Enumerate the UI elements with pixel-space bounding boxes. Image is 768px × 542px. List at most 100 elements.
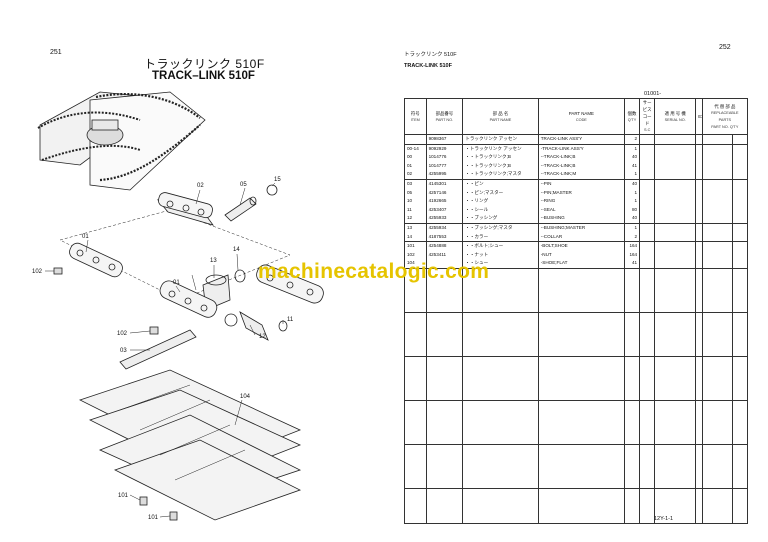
cell-part-no: 4187553 <box>425 232 464 242</box>
left-page: 251 トラックリンク 510F TRACK–LINK 510F <box>32 49 324 521</box>
table-row-blank <box>404 461 749 471</box>
cell-qty: 1 <box>624 188 641 198</box>
cell-empty <box>639 205 656 215</box>
cell-name-jp: ・・リング <box>462 197 539 206</box>
cell-empty <box>624 382 641 392</box>
cell-empty <box>731 435 749 445</box>
cell-empty <box>701 470 733 480</box>
table-row-blank <box>404 321 749 331</box>
cell-qty: 41 <box>624 259 641 269</box>
track-link-01-right <box>256 264 324 304</box>
cell-empty <box>701 321 733 331</box>
cell-empty <box>695 418 703 427</box>
cell-empty <box>701 461 733 471</box>
cell-item: 14 <box>404 232 427 242</box>
cell-empty <box>701 443 733 454</box>
cell-empty <box>731 232 749 242</box>
cell-empty <box>639 355 656 366</box>
cell-empty <box>537 355 626 366</box>
cell-part-no: 4192665 <box>425 197 464 206</box>
cell-empty <box>695 374 703 383</box>
cell-empty <box>639 286 656 295</box>
cell-empty <box>404 443 427 454</box>
cell-empty <box>462 294 539 304</box>
callout-01-mid: 01 <box>173 280 180 286</box>
table-row-blank <box>404 435 749 445</box>
cell-empty <box>695 277 703 287</box>
cell-empty <box>462 479 539 489</box>
cell-empty <box>462 435 539 445</box>
cell-empty <box>624 418 641 427</box>
cell-empty <box>654 294 697 304</box>
cell-empty <box>731 365 749 375</box>
cell-empty <box>624 409 641 418</box>
cell-empty <box>425 497 464 506</box>
cell-empty <box>639 505 656 515</box>
cell-empty <box>701 197 733 206</box>
parts-list-title-en: TRACK-LINK 510F <box>404 63 452 69</box>
cell-name-en: --TRACK-LINK;M <box>537 170 626 180</box>
table-row-blank <box>404 303 749 313</box>
cell-empty <box>624 487 641 498</box>
cell-part-no: 4253411 <box>425 250 464 260</box>
cell-empty <box>701 505 733 515</box>
cell-empty <box>654 497 697 506</box>
track-link-01-left <box>69 242 123 278</box>
cell-qty: 40 <box>624 214 641 224</box>
cell-empty <box>537 479 626 489</box>
cell-name-en: --BUSHING;MASTER <box>537 222 626 233</box>
cell-empty <box>425 321 464 331</box>
cell-empty <box>731 391 749 401</box>
cell-empty <box>654 277 697 287</box>
cell-name-en: --SEAL <box>537 205 626 215</box>
cell-empty <box>695 443 703 454</box>
cell-empty <box>731 134 749 145</box>
table-row-blank <box>404 399 749 410</box>
cell-empty <box>537 487 626 498</box>
cell-empty <box>537 399 626 410</box>
cell-empty <box>695 170 703 180</box>
cell-empty <box>654 382 697 392</box>
cell-empty <box>731 355 749 366</box>
cell-empty <box>639 418 656 427</box>
cell-empty <box>695 241 703 251</box>
cell-empty <box>654 505 697 515</box>
cell-empty <box>695 505 703 515</box>
cell-empty <box>731 277 749 287</box>
cell-item <box>404 134 427 145</box>
cell-empty <box>462 330 539 339</box>
cell-empty <box>639 330 656 339</box>
cell-empty <box>654 143 697 154</box>
cell-empty <box>654 311 697 322</box>
cell-empty <box>701 241 733 251</box>
cell-empty <box>731 303 749 313</box>
callout-13: 13 <box>210 258 217 264</box>
cell-empty <box>404 321 427 331</box>
cell-empty <box>654 232 697 242</box>
cell-empty <box>731 374 749 383</box>
cell-empty <box>404 409 427 418</box>
cell-empty <box>731 382 749 392</box>
table-row-blank <box>404 497 749 506</box>
cell-empty <box>462 426 539 436</box>
cell-empty <box>404 365 427 375</box>
cell-empty <box>695 134 703 145</box>
cell-name-en: --TRACK-LINK;B <box>537 153 626 162</box>
cell-empty <box>695 214 703 224</box>
cell-empty <box>639 197 656 206</box>
cell-empty <box>654 391 697 401</box>
cell-empty <box>462 399 539 410</box>
cell-part-no: 9092929 <box>425 143 464 154</box>
cell-empty <box>462 355 539 366</box>
cell-empty <box>404 470 427 480</box>
cell-empty <box>404 426 427 436</box>
cell-item: 13 <box>404 222 427 233</box>
cell-empty <box>701 153 733 162</box>
parts-list-title-jp: トラックリンク 510F <box>404 52 457 58</box>
cell-item: 00-14 <box>404 143 427 154</box>
